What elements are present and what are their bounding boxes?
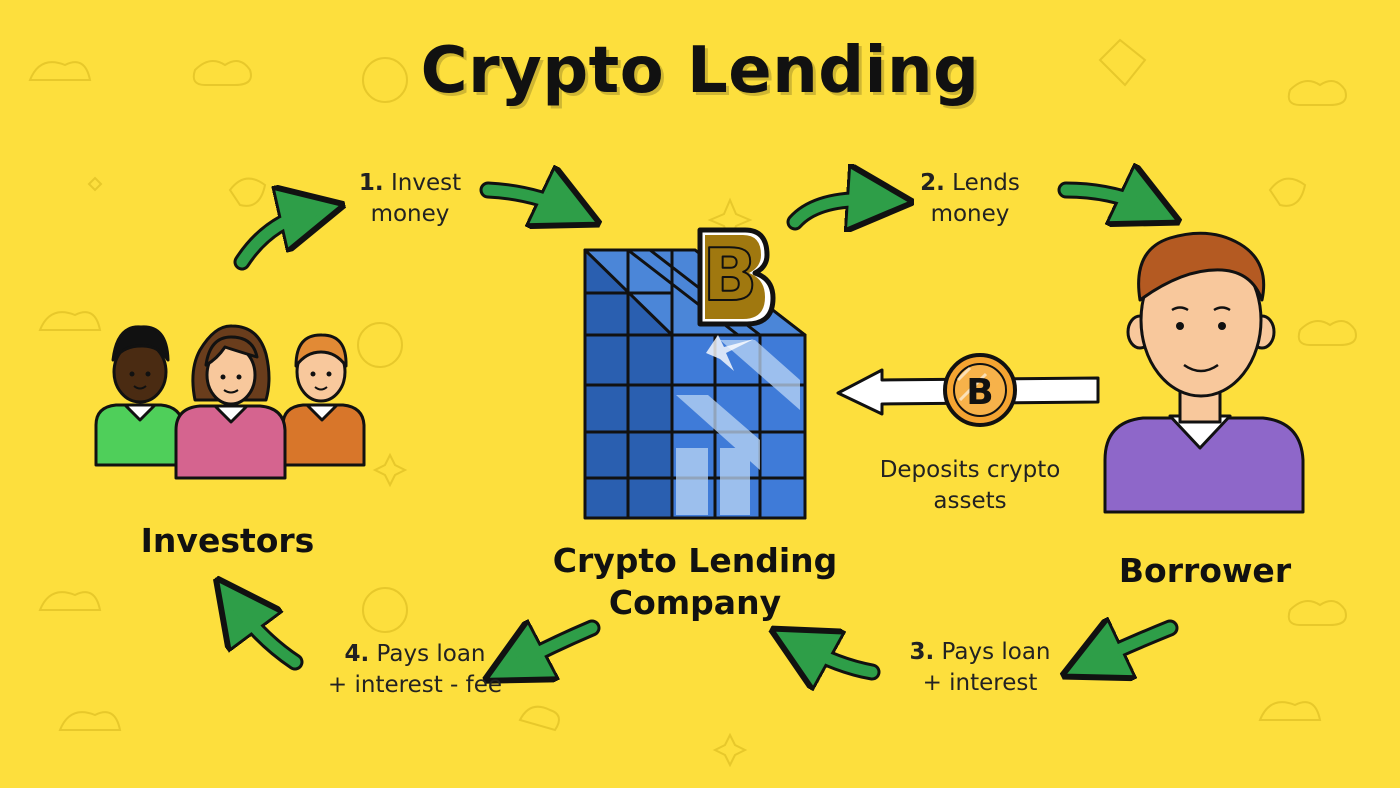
step4-line2: + interest - fee xyxy=(327,672,503,698)
company-label-line1: Crypto Lending xyxy=(552,541,838,580)
step2-line1: Lends xyxy=(952,170,1020,196)
arrow-step3-left-icon xyxy=(800,645,881,672)
bitcoin-coin-icon: B xyxy=(943,353,1017,427)
step3-label: 3. Pays loan + interest xyxy=(880,637,1080,699)
step2-number: 2. xyxy=(920,170,945,196)
step4-line1: Pays loan xyxy=(376,641,486,667)
deposit-label: Deposits crypto assets xyxy=(860,455,1080,517)
deposit-line1: Deposits crypto xyxy=(879,457,1061,483)
page-title: Crypto Lending xyxy=(420,34,980,108)
investor-right-icon xyxy=(281,333,366,467)
deposit-arrow-icon: B xyxy=(836,353,1100,427)
investor-center-icon xyxy=(174,324,287,480)
borrower-illustration xyxy=(1103,231,1305,514)
deposit-line2: assets xyxy=(933,488,1007,514)
arrow-step4-right-icon xyxy=(514,628,601,665)
arrow-step2-right-icon xyxy=(1057,190,1150,208)
step1-line2: money xyxy=(370,201,450,227)
step1-number: 1. xyxy=(358,170,384,196)
company-label: Crypto Lending Company xyxy=(540,540,850,624)
step2-label: 2. Lends money xyxy=(890,168,1050,230)
arrow-step1-left-icon xyxy=(233,212,312,271)
investors-label: Investors xyxy=(140,521,315,560)
company-label-line2: Company xyxy=(608,583,782,622)
step1-label: 1. Invest money xyxy=(330,168,490,230)
arrow-step3-right-icon xyxy=(1092,628,1179,662)
step2-line2: money xyxy=(930,201,1010,227)
step4-number: 4. xyxy=(344,641,370,667)
arrow-step2-left-icon xyxy=(786,199,880,222)
arrows xyxy=(236,190,1170,672)
step3-line2: + interest xyxy=(922,670,1038,696)
svg-text:B: B xyxy=(966,372,993,413)
step3-number: 3. xyxy=(909,639,935,665)
step4-label: 4. Pays loan + interest - fee xyxy=(300,639,530,701)
building-bitcoin-icon: B xyxy=(697,227,776,327)
crypto-lending-building-icon: B xyxy=(583,227,807,520)
step1-line1: Invest xyxy=(390,170,462,196)
arrow-step1-right-icon xyxy=(479,190,570,210)
step3-line1: Pays loan xyxy=(941,639,1051,665)
investor-left-icon xyxy=(94,325,185,467)
investors-illustration xyxy=(94,324,366,480)
arrow-step4-left-icon xyxy=(236,605,304,671)
svg-text:B: B xyxy=(703,233,758,317)
borrower-label: Borrower xyxy=(1118,551,1292,590)
